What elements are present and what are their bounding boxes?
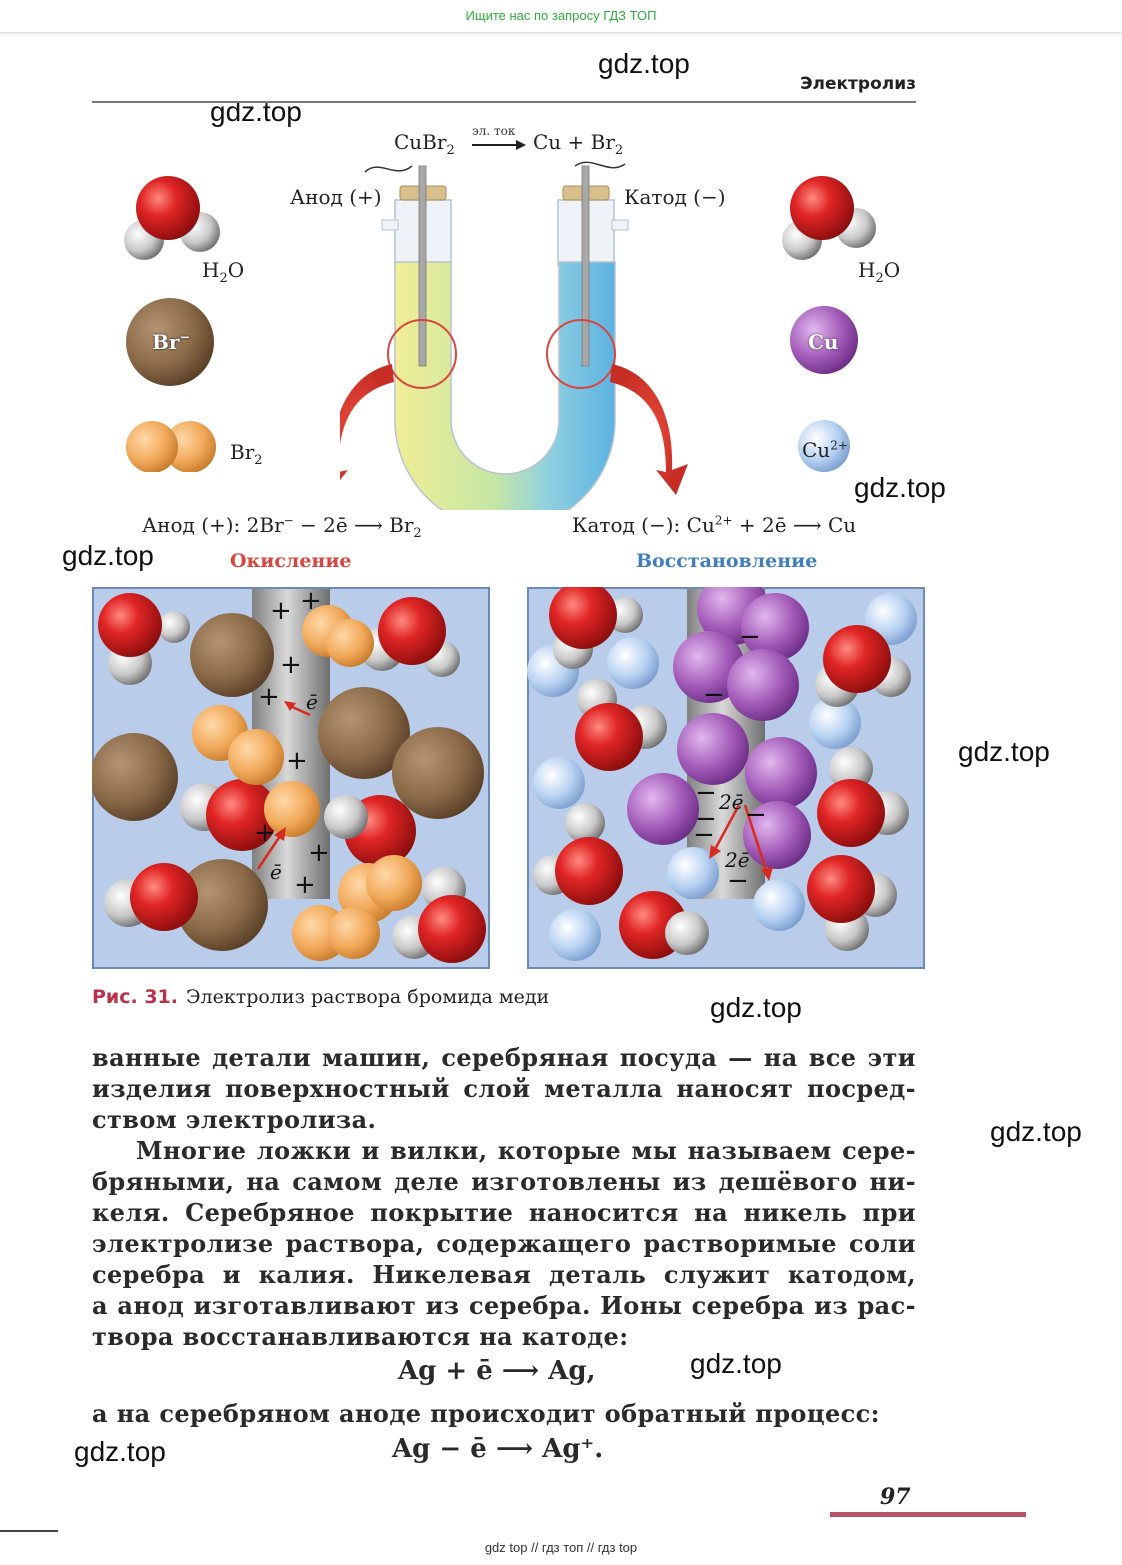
svg-text:+: + [300,587,322,616]
svg-text:−: − [695,804,717,834]
body-line: келя. Серебряное покрытие наносится на н… [92,1198,916,1227]
svg-text:−: − [695,778,717,808]
reaction-left: CuBr2 [394,130,455,158]
svg-text:−: − [727,866,749,896]
body-line: ванные детали машин, серебряная посуда —… [92,1043,916,1072]
anode-label: Анод (+) [290,185,382,209]
copper-ion-icon [798,420,850,472]
top-banner-text: Ищите нас по запросу ГДЗ ТОП [465,8,657,23]
equation-oxidation: Ag − ē ⟶ Ag⁺. [392,1434,604,1464]
reaction-right: Cu + Br2 [533,130,624,158]
reaction-arrow-icon [472,140,526,150]
cathode-label: Катод (−) [624,185,726,209]
legend-bromine: Br2 [230,440,263,468]
svg-text:+: + [308,838,330,868]
watermark: gdz.top [958,736,1050,767]
page-number: 97 [880,1484,911,1510]
reaction-arrow-label: эл. ток [472,124,516,138]
svg-text:+: + [258,682,280,712]
right-legend [782,176,876,472]
equation-arrow-icon: ⟶ [792,513,822,537]
copper-atom-icon [790,306,858,374]
svg-text:+: + [270,596,292,626]
page-number-rule [830,1512,1026,1517]
legend-water-left: H2O [202,258,245,286]
watermark: gdz.top [690,1348,782,1379]
svg-text:+: + [286,746,308,776]
anode-panel: + + + + + + + + ē ē [92,587,490,969]
footer-rule [0,1530,58,1532]
bromine-molecule-icon [126,421,216,472]
legend-water-right: H2O [858,258,901,286]
legend-copper-ion: Cu2+ [802,438,848,462]
body-line: электролизе раствора, содержащего раство… [92,1229,916,1258]
bromide-ion-icon [126,298,214,386]
footer-text: gdz top // гдз топ // гдз top [484,1540,638,1555]
svg-text:2ē: 2ē [724,848,750,872]
water-molecule-icon [124,176,220,260]
svg-text:−: − [693,820,715,850]
svg-text:−: − [703,680,725,710]
svg-text:−: − [745,800,767,830]
water-molecule-icon [782,176,876,260]
left-legend [124,176,220,472]
watermark: gdz.top [598,48,690,79]
u-tube-apparatus [340,161,688,510]
body-line: серебра и калия. Никелевая деталь служит… [92,1260,916,1289]
svg-text:+: + [294,870,316,900]
watermark: gdz.top [710,992,802,1023]
watermark: gdz.top [74,1436,166,1467]
body-line: а на серебряном аноде происходит обратны… [92,1399,880,1428]
svg-text:−: − [739,622,761,652]
equation-arrow-icon: ⟶ [354,513,383,537]
watermark: gdz.top [62,540,154,571]
body-line: Многие ложки и вилки, которые мы называе… [136,1136,916,1165]
oxidation-label: Окисление [230,550,352,572]
svg-text:+: + [280,650,302,680]
body-line: а анод изготавливают из серебра. Ионы се… [92,1291,916,1320]
watermark: gdz.top [854,472,946,503]
reduction-label: Восстановление [636,550,818,572]
body-line: твора восстанавливаются на катоде: [92,1322,629,1351]
svg-text:ē: ē [270,860,282,884]
legend-copper: Cu [808,330,839,354]
body-line: ством электролиза. [92,1105,377,1134]
svg-text:ē: ē [306,690,318,714]
figure-caption: Рис. 31.Электролиз раствора бромида меди [92,986,550,1008]
body-line: бряными, на самом деле изготовлены из де… [92,1167,916,1196]
header-rule [92,101,916,103]
svg-text:2ē: 2ē [718,790,744,814]
section-title: Электролиз [800,74,916,94]
legend-bromide: Br− [152,330,191,354]
watermark: gdz.top [990,1116,1082,1147]
cathode-equation: Катод (−): Cu2+ + 2ē ⟶ Cu [572,513,857,537]
top-banner: Ищите нас по запросу ГДЗ ТОП [0,0,1122,33]
body-line: изделия поверхностный слой металла нанос… [92,1074,916,1103]
anode-equation: Анод (+): 2Br− − 2ē ⟶ Br2 [142,513,422,541]
cathode-panel: − − − − − − − 2ē 2ē [527,587,925,969]
equation-reduction: Ag + ē ⟶ Ag, [398,1356,596,1386]
svg-text:+: + [254,818,276,848]
